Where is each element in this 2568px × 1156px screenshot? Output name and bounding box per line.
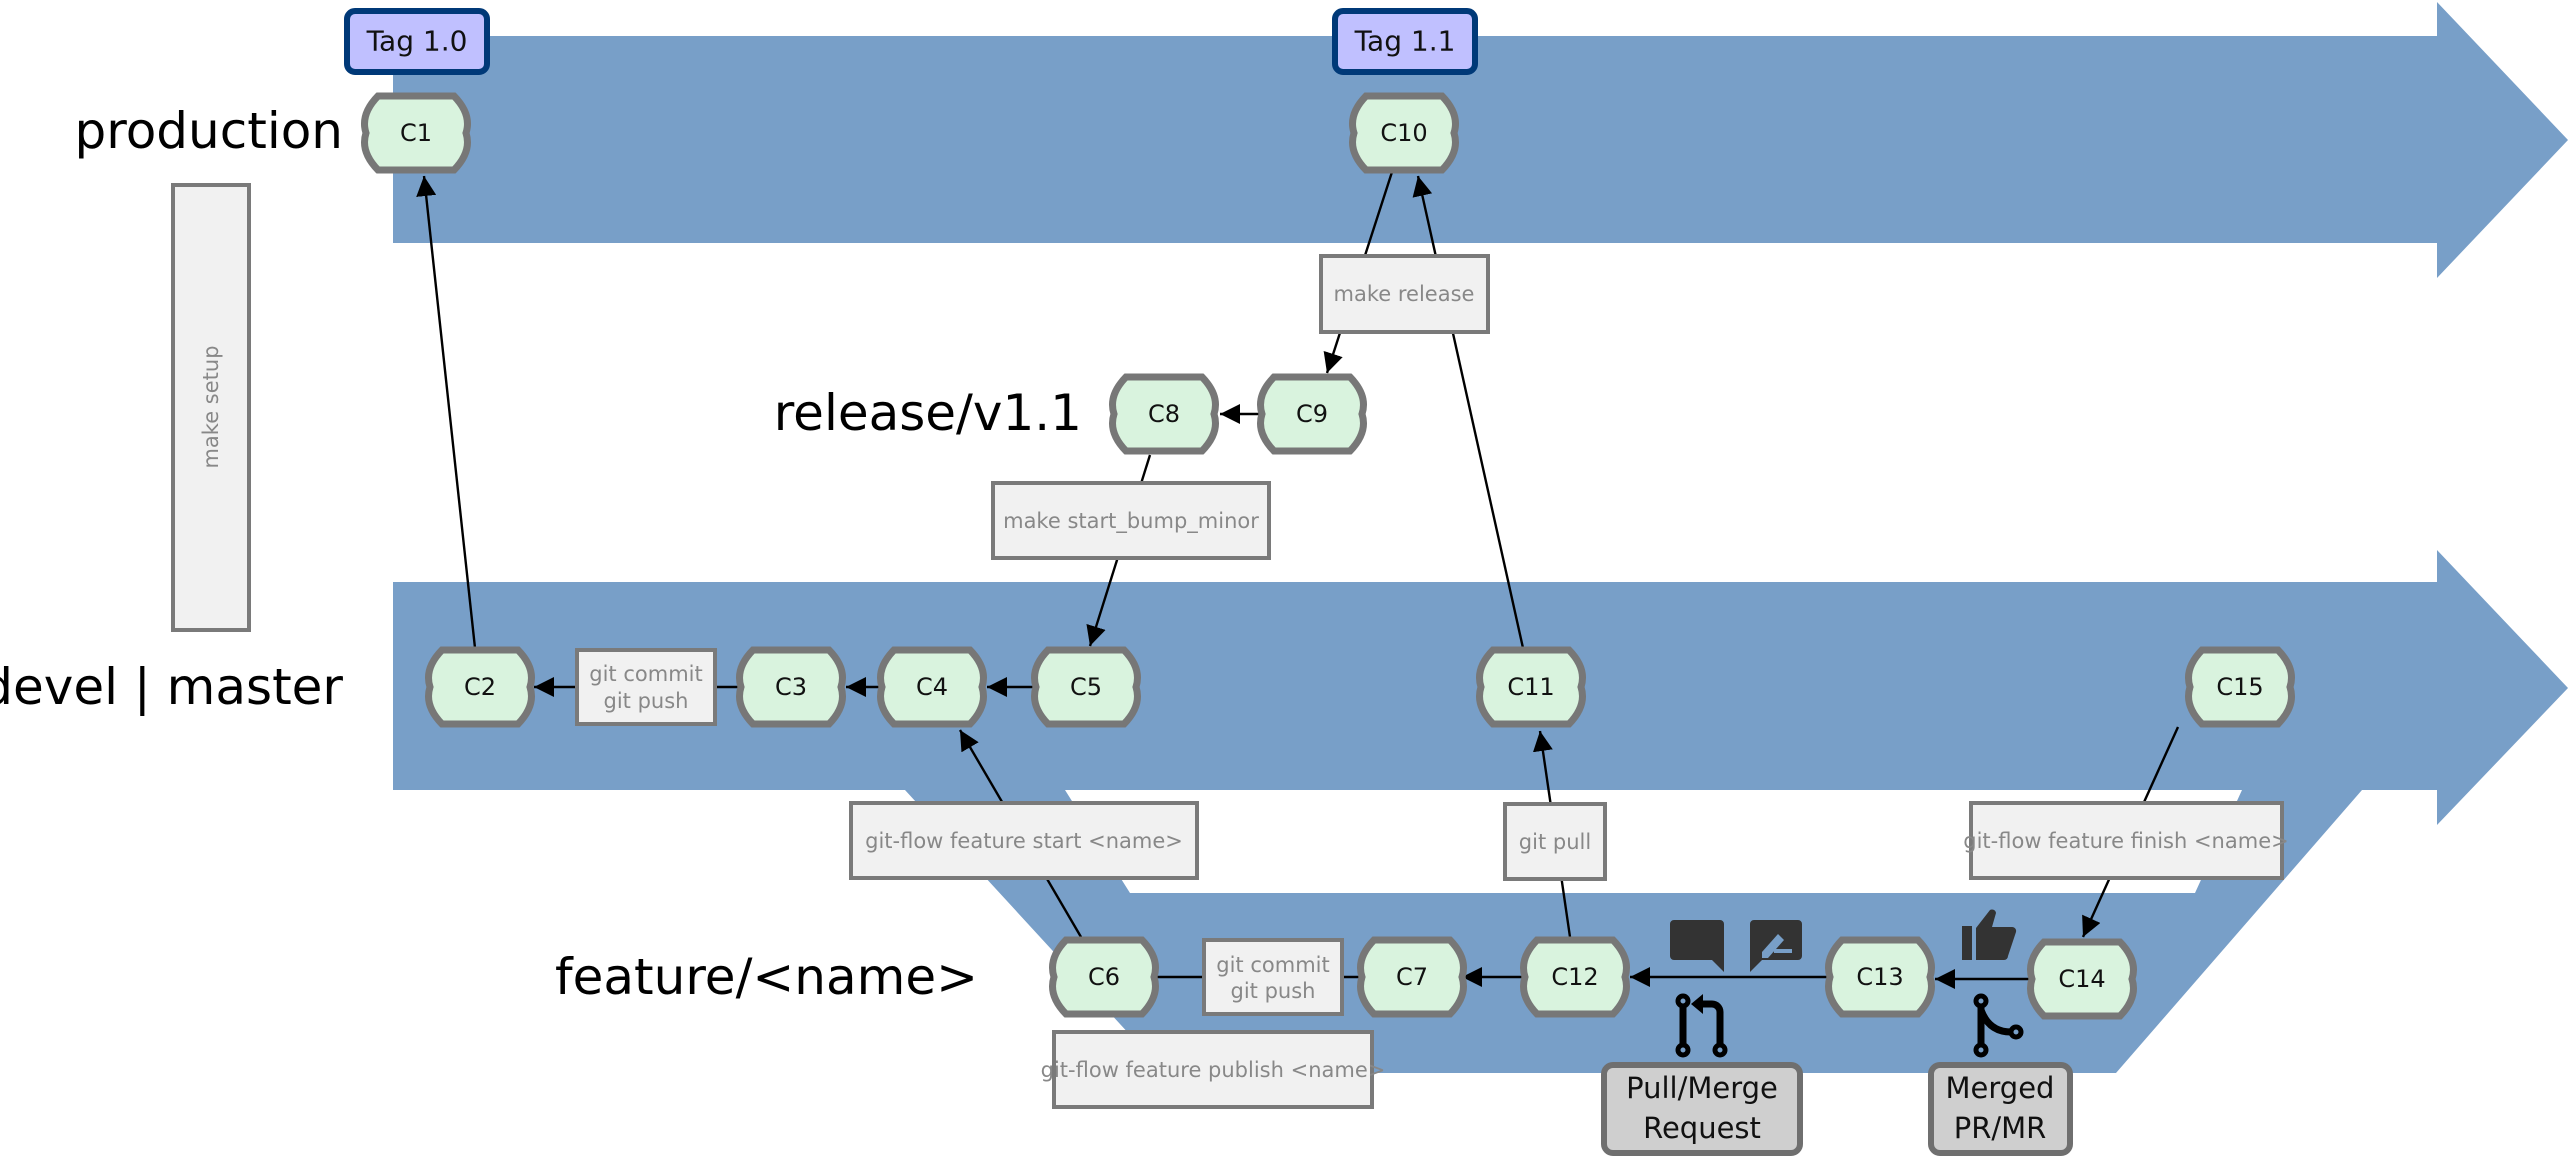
tag-1-1: Tag 1.1 [1332,8,1478,75]
commit-c2: C2 [425,646,535,728]
edit-comment-icon [1750,920,1802,972]
command-git-commit-push-feature: git commit git push [1202,938,1344,1016]
tag-1-0-text: Tag 1.0 [366,25,468,58]
edge-c11-c10 [1412,175,1525,649]
commit-shape [1349,92,1459,174]
commit-shape [736,646,846,728]
commit-label: C8 [1148,400,1180,428]
thumbs-up-icon [1962,909,2017,960]
merge-icon [1973,993,2024,1058]
command-make-release: make release [1319,254,1490,334]
command-git-pull-text: git pull [1519,830,1591,854]
pull-merge-request-line2: Request [1643,1111,1761,1145]
merged-pr-mr-line2: PR/MR [1954,1111,2047,1145]
commit-label: C9 [1296,400,1328,428]
commit-label: C12 [1551,963,1598,991]
commit-c13: C13 [1825,936,1935,1018]
commit-shape [361,92,471,174]
command-make-start-bump-minor: make start_bump_minor [991,481,1271,560]
commit-c6: C6 [1049,936,1159,1018]
edges [416,171,2180,989]
tag-1-1-text: Tag 1.1 [1354,25,1456,58]
commit-label: C11 [1507,673,1554,701]
command-make-start-bump-minor-text: make start_bump_minor [1003,509,1259,534]
branch-label-devel: devel | master [0,658,343,716]
commit-shape [1520,936,1630,1018]
commit-label: C1 [400,119,432,147]
commit-shape [1109,373,1219,455]
commit-c1: C1 [361,92,471,174]
commit-shape [425,646,535,728]
commit-label: C5 [1070,673,1102,701]
commit-label: C4 [916,673,948,701]
merged-pr-mr-label: Merged PR/MR [1928,1062,2073,1156]
merged-pr-mr-line1: Merged [1946,1071,2055,1105]
commit-label: C13 [1856,963,1903,991]
command-feature-finish-text: git-flow feature finish <name> [1963,829,2288,853]
commit-c11: C11 [1476,646,1586,728]
commit-c3: C3 [736,646,846,728]
command-feature-finish: git-flow feature finish <name> [1963,801,2289,880]
commit-label: C10 [1380,119,1427,147]
commit-shape [2027,938,2137,1020]
command-git-pull: git pull [1503,802,1607,881]
commit-label: C6 [1088,963,1120,991]
tag-1-0: Tag 1.0 [344,8,490,75]
commit-shape [2185,646,2295,728]
branch-label-release: release/v1.1 [774,384,1082,442]
commit-shape [1825,936,1935,1018]
commit-shape [1031,646,1141,728]
commit-c5: C5 [1031,646,1141,728]
commit-label: C15 [2216,673,2263,701]
commit-c15: C15 [2185,646,2295,728]
pull-merge-request-label: Pull/Merge Request [1601,1062,1803,1156]
commit-c10: C10 [1349,92,1459,174]
branch-label-production: production [75,102,343,160]
command-make-setup: make setup [171,183,251,632]
commit-label: C14 [2058,965,2105,993]
command-feature-start-text: git-flow feature start <name> [865,829,1183,853]
command-git-commit-push-devel: git commit git push [575,648,717,726]
commit-c9: C9 [1257,373,1367,455]
command-git-push-feature-line2: git push [1231,979,1316,1003]
command-make-release-text: make release [1334,282,1475,306]
pull-merge-request-line1: Pull/Merge [1626,1071,1778,1105]
pull-request-icon [1675,993,1728,1058]
command-feature-publish: git-flow feature publish <name> [1041,1030,1386,1109]
commit-label: C3 [775,673,807,701]
commit-shape [1357,936,1467,1018]
branch-label-feature: feature/<name> [555,948,978,1006]
command-make-setup-text: make setup [199,345,223,468]
production-lane [393,2,2568,278]
commit-c8: C8 [1109,373,1219,455]
commit-c12: C12 [1520,936,1630,1018]
comment-icon [1670,920,1724,972]
commit-label: C2 [464,673,496,701]
command-git-commit-feature-line1: git commit [1216,953,1329,977]
edge-c2-c1 [416,175,477,649]
command-git-commit-devel-line1: git commit [589,662,702,686]
commit-shape [1257,373,1367,455]
commit-c4: C4 [877,646,987,728]
commit-shape [1476,646,1586,728]
commit-shape [877,646,987,728]
command-git-push-devel-line2: git push [604,689,689,713]
commit-label: C7 [1396,963,1428,991]
command-feature-publish-text: git-flow feature publish <name> [1041,1058,1386,1082]
commit-c7: C7 [1357,936,1467,1018]
command-feature-start: git-flow feature start <name> [849,801,1199,880]
commit-c14: C14 [2027,938,2137,1020]
commit-shape [1049,936,1159,1018]
